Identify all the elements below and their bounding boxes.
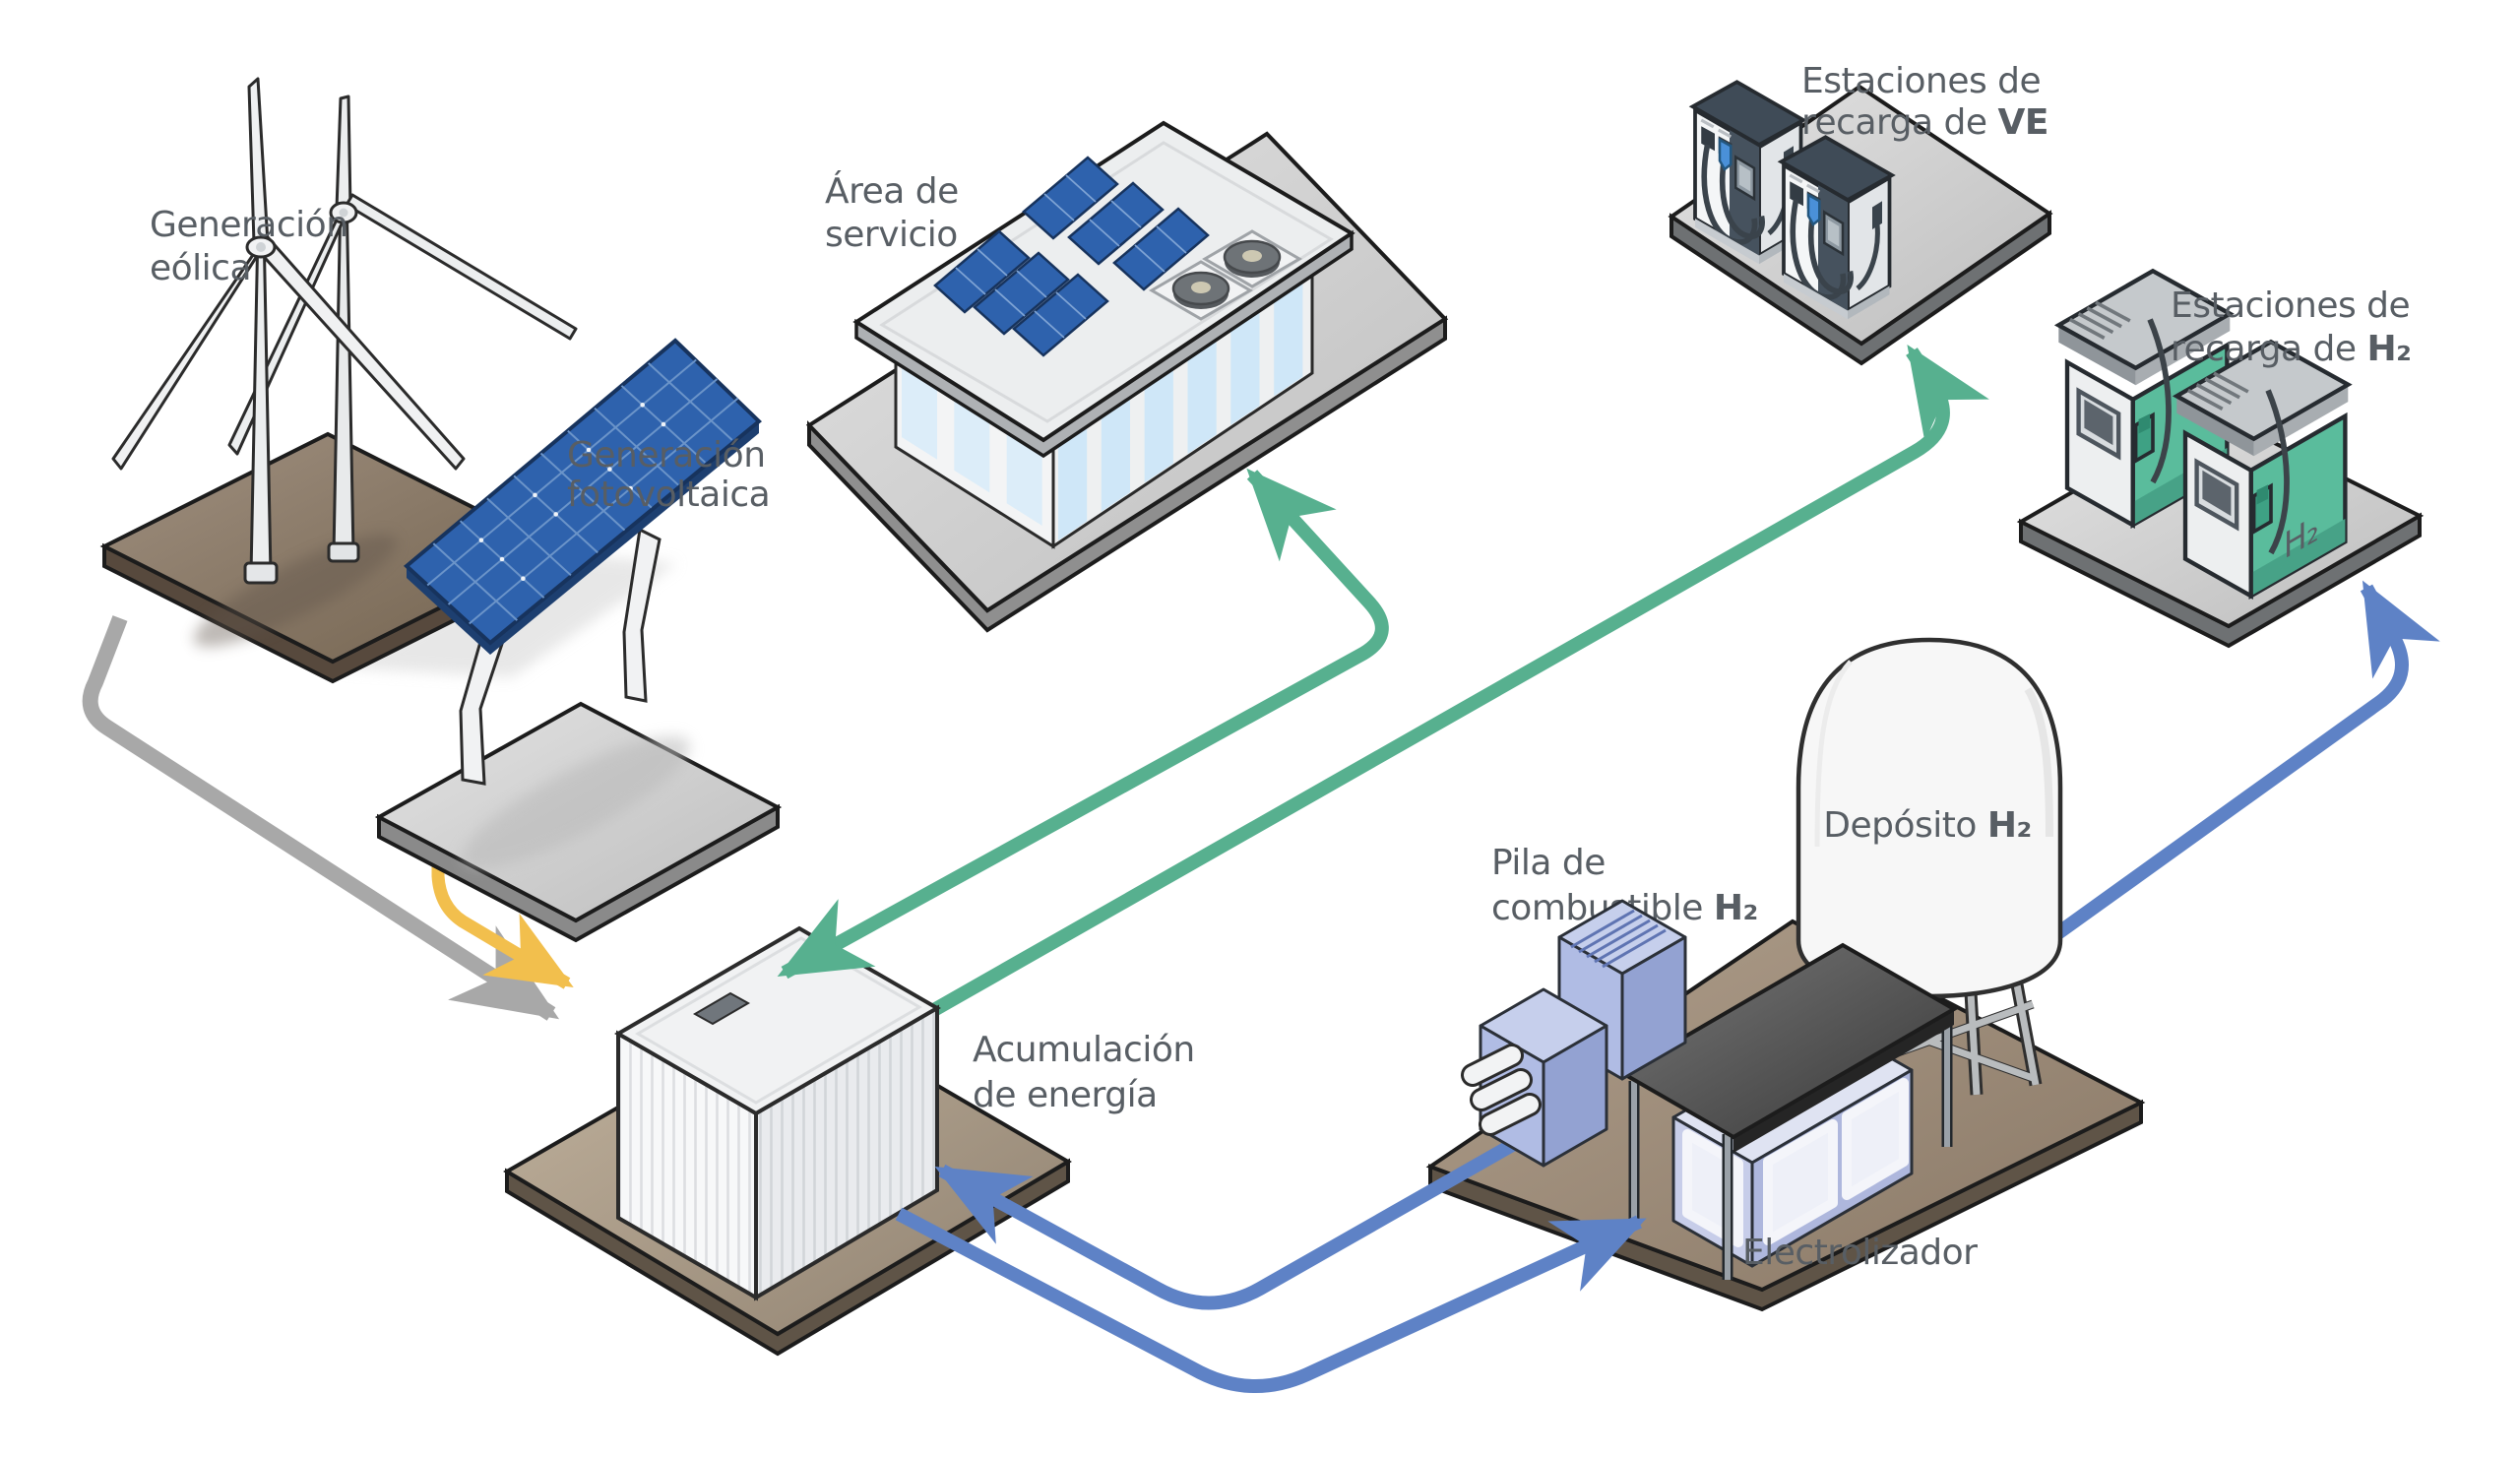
pv-generation-station: Generación fotovoltaica <box>374 338 783 943</box>
window-pane <box>1058 278 1303 540</box>
label-storage-line2: de energía <box>973 1075 1158 1115</box>
service-area-station: Área de servicio <box>805 120 1449 633</box>
fuel-cell-unit <box>1461 899 1687 1168</box>
tank-seam <box>1814 660 1853 848</box>
canopy-leg <box>622 527 662 703</box>
fuel-cell-cylinders <box>1461 1044 1542 1136</box>
arrow-storage-to-ev <box>871 344 1989 1050</box>
arrow-fuelcell-to-storage <box>934 1133 1525 1310</box>
rooftop-solar-panel <box>933 156 1210 357</box>
canopy-shadow <box>462 735 690 869</box>
arrow-storage-to-building <box>777 468 1389 980</box>
canopy-roof <box>1618 942 1958 1140</box>
arrow-storage-to-electrolyzer <box>895 1207 1647 1393</box>
label-ev-station-line2: recarga de VE <box>1801 102 2048 143</box>
label-h2-station-line2: recarga de H₂ <box>2171 329 2411 369</box>
label-pv-line1: Generación <box>567 435 766 475</box>
label-wind-line1: Generación <box>150 205 348 245</box>
ev-charging-station: Estaciones de recarga de VE <box>1668 61 2053 366</box>
arrow-tank-to-h2station <box>2048 580 2440 943</box>
hvac-unit <box>1149 229 1302 321</box>
label-h2-tank: Depósito H₂ <box>1823 805 2032 846</box>
label-fuel-cell-line1: Pila de <box>1491 843 1606 883</box>
label-pv-line2: fotovoltaica <box>567 475 770 515</box>
wind-turbine <box>227 95 578 563</box>
solar-panel <box>403 338 763 646</box>
label-electrolyzer: Electrolizador <box>1742 1233 1978 1273</box>
label-ev-station-line1: Estaciones de <box>1801 61 2041 101</box>
canopy-posts <box>1628 1016 1953 1280</box>
label-storage-line1: Acumulación <box>973 1030 1195 1070</box>
label-h2-station-line1: Estaciones de <box>2171 285 2410 326</box>
electrolyzer-unit: Electrolizador <box>1618 942 1979 1280</box>
canopy-edge <box>1733 1009 1954 1153</box>
energy-storage-station: Acumulación de energía <box>503 925 1195 1357</box>
tank-shade <box>2024 686 2053 838</box>
arrow-wind-to-storage <box>82 615 560 1021</box>
label-service-area-line1: Área de <box>825 170 959 212</box>
container-roof-vent <box>692 991 751 1026</box>
wind-turbine <box>111 77 466 585</box>
label-wind-line2: eólica <box>150 248 251 288</box>
h2-charging-station: H₂ Estaciones de recarga de H₂ <box>2016 271 2425 649</box>
label-service-area-line2: servicio <box>825 215 958 255</box>
